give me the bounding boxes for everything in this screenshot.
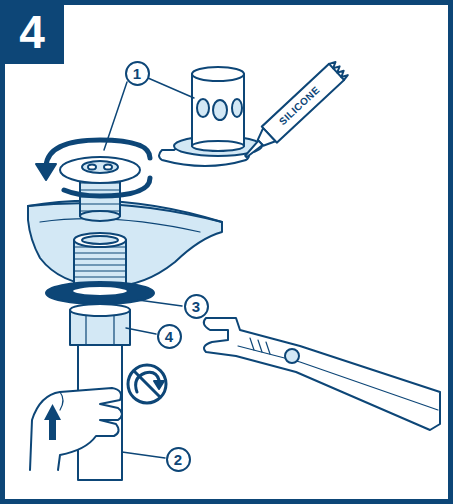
leader-line [126,328,156,334]
leader-line [122,452,165,458]
callout-number: 3 [184,294,209,319]
drain-plug [60,157,140,221]
wrench [204,318,440,430]
leader-line [104,82,127,150]
callout-text: 3 [192,299,200,314]
callout-text: 4 [165,329,173,344]
nut [70,304,130,345]
frame [3,3,451,502]
leader-line [138,300,182,306]
callout-text: 1 [133,66,141,81]
no-rotate-symbol [128,365,166,403]
leader-lines [104,78,194,458]
hand [30,388,122,470]
threaded-sleeve [74,233,126,286]
push-up-arrow [44,404,61,440]
callout-number: 1 [125,61,150,86]
callout-text: 2 [174,452,182,467]
drain-cup [159,67,262,166]
sink-basin [28,201,222,287]
silicone-tube [238,60,348,165]
callout-number: 2 [166,447,191,472]
leader-line [148,78,194,98]
step-number: 4 [0,0,64,64]
step-number-text: 4 [19,9,45,55]
callout-number: 4 [157,324,182,349]
rotation-arrow [36,140,150,196]
